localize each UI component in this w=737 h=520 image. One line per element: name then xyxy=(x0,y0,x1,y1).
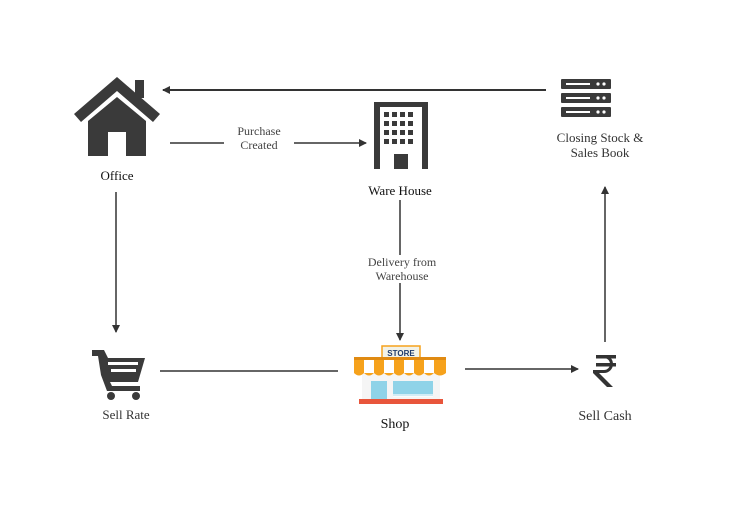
node-label-office: Office xyxy=(100,168,134,183)
storefront-icon: STORE xyxy=(354,345,446,404)
node-label-warehouse: Ware House xyxy=(368,183,432,198)
node-label-closing-line1: Closing Stock & xyxy=(556,130,644,145)
home-icon xyxy=(74,77,160,156)
node-label-sell-rate: Sell Rate xyxy=(102,407,150,422)
server-icon xyxy=(561,79,611,117)
shop-sign-text: STORE xyxy=(387,349,415,358)
shopping-cart-icon xyxy=(92,350,145,400)
edge-label-purchase-line2: Created xyxy=(240,138,278,152)
edge-label-purchase-line1: Purchase xyxy=(237,124,281,138)
building-icon xyxy=(374,102,428,169)
edge-label-delivery: Delivery from Warehouse xyxy=(354,255,450,283)
node-label-shop: Shop xyxy=(380,417,410,432)
edge-label-purchase: Purchase Created xyxy=(224,124,294,152)
node-label-closing: Closing Stock & Sales Book xyxy=(528,130,672,160)
edge-label-delivery-line2: Warehouse xyxy=(375,269,429,283)
edge-label-delivery-line1: Delivery from xyxy=(367,255,437,269)
rupee-icon xyxy=(593,355,616,387)
node-label-sell-cash: Sell Cash xyxy=(578,409,632,424)
node-label-closing-line2: Sales Book xyxy=(570,145,630,160)
